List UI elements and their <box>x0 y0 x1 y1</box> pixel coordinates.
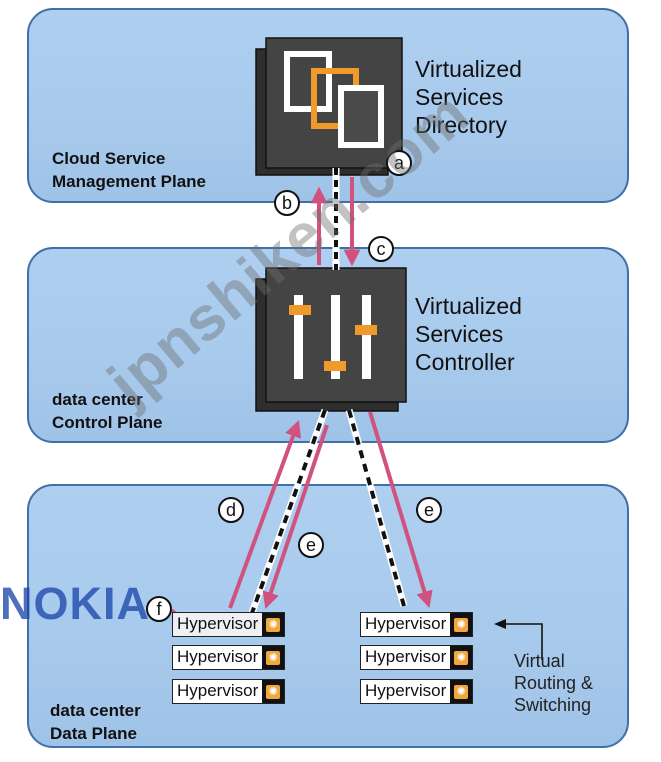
hypervisor-right-2[interactable]: Hypervisor ✺ <box>360 645 474 670</box>
gear-icon: ✺ <box>450 646 473 669</box>
gear-icon: ✺ <box>450 680 473 703</box>
marker-f: f <box>146 596 172 622</box>
hypervisor-label: Hypervisor <box>365 614 447 633</box>
marker-b: b <box>274 190 300 216</box>
hypervisor-right-3[interactable]: Hypervisor ✺ <box>360 679 474 704</box>
nokia-logo: NOKIA <box>0 578 150 629</box>
hypervisor-label: Hypervisor <box>177 681 259 700</box>
marker-e-left: e <box>298 532 324 558</box>
marker-e-right: e <box>416 497 442 523</box>
marker-a: a <box>386 150 412 176</box>
marker-d: d <box>218 497 244 523</box>
hypervisor-label: Hypervisor <box>177 647 259 666</box>
hypervisor-left-1[interactable]: Hypervisor ✺ <box>172 612 286 637</box>
hypervisor-label: Hypervisor <box>365 647 447 666</box>
gear-icon: ✺ <box>262 646 285 669</box>
hypervisor-right-1[interactable]: Hypervisor ✺ <box>360 612 474 637</box>
gear-icon: ✺ <box>450 613 473 636</box>
hypervisor-label: Hypervisor <box>365 681 447 700</box>
hypervisor-left-3[interactable]: Hypervisor ✺ <box>172 679 286 704</box>
gear-icon: ✺ <box>262 613 285 636</box>
hypervisor-label: Hypervisor <box>177 614 259 633</box>
hypervisor-left-2[interactable]: Hypervisor ✺ <box>172 645 286 670</box>
marker-c: c <box>368 236 394 262</box>
gear-icon: ✺ <box>262 680 285 703</box>
